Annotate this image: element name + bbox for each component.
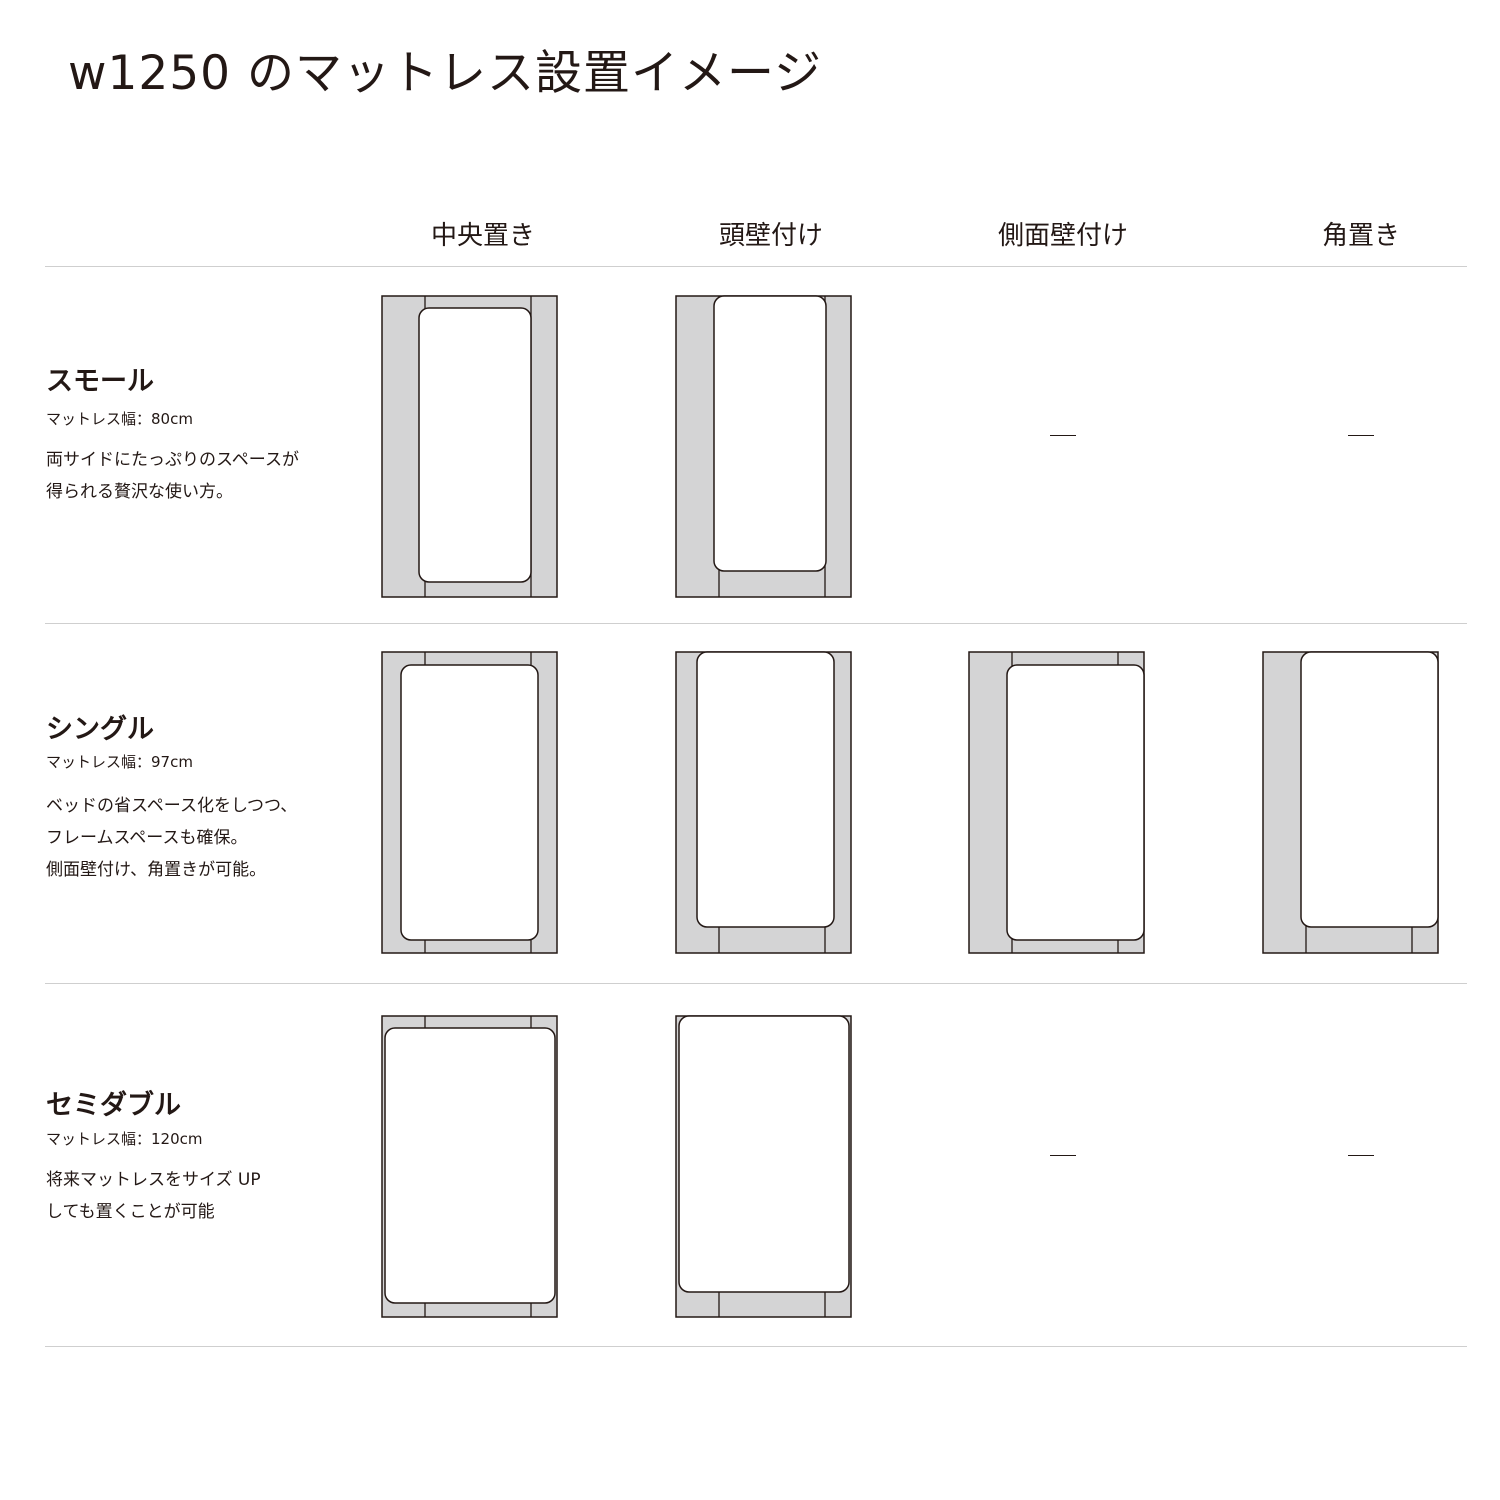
bed-diagram-single-corner xyxy=(1262,651,1439,954)
description-line: 両サイドにたっぷりのスペースが xyxy=(46,450,299,470)
description-line: 側面壁付け、角置きが可能。 xyxy=(46,860,267,880)
row-name-small: スモール xyxy=(46,366,154,397)
row-name-semi-double: セミダブル xyxy=(46,1090,181,1121)
row-width-small: マットレス幅：80cm xyxy=(46,410,193,428)
description-line: 得られる贅沢な使い方。 xyxy=(46,482,233,502)
bed-diagram-single-side-wall xyxy=(968,651,1145,954)
not-available-mark xyxy=(1348,435,1374,436)
bed-diagram-small-center xyxy=(381,295,558,598)
row-width-semi-double: マットレス幅：120cm xyxy=(46,1130,203,1148)
bed-diagram-single-head-wall xyxy=(675,651,852,954)
bed-diagram-semi-double-center xyxy=(381,1015,558,1318)
row-name-single: シングル xyxy=(46,714,154,745)
column-header-head-wall: 頭壁付け xyxy=(718,221,824,251)
row-width-single: マットレス幅：97cm xyxy=(46,753,193,771)
row-description-semi-double: 将来マットレスをサイズ UP しても置くことが可能 xyxy=(46,1164,346,1228)
description-line: フレームスペースも確保。 xyxy=(46,828,248,848)
column-header-center: 中央置き xyxy=(430,221,536,251)
column-header-side-wall: 側面壁付け xyxy=(997,221,1129,251)
row-description-single: ベッドの省スペース化をしつつ、 フレームスペースも確保。 側面壁付け、角置きが可… xyxy=(46,790,346,886)
not-available-mark xyxy=(1348,1155,1374,1156)
divider xyxy=(45,1346,1467,1347)
description-line: 将来マットレスをサイズ UP xyxy=(46,1170,261,1190)
bed-diagram-small-head-wall xyxy=(675,295,852,598)
bed-diagram-semi-double-head-wall xyxy=(675,1015,852,1318)
row-description-small: 両サイドにたっぷりのスペースが 得られる贅沢な使い方。 xyxy=(46,444,346,508)
not-available-mark xyxy=(1050,435,1076,436)
description-line: しても置くことが可能 xyxy=(46,1202,215,1222)
page-title: w1250 のマットレス設置イメージ xyxy=(68,46,823,101)
description-line: ベッドの省スペース化をしつつ、 xyxy=(46,796,298,816)
divider xyxy=(45,623,1467,624)
not-available-mark xyxy=(1050,1155,1076,1156)
bed-diagram-single-center xyxy=(381,651,558,954)
divider xyxy=(45,266,1467,267)
divider xyxy=(45,983,1467,984)
column-header-corner: 角置き xyxy=(1321,221,1401,251)
